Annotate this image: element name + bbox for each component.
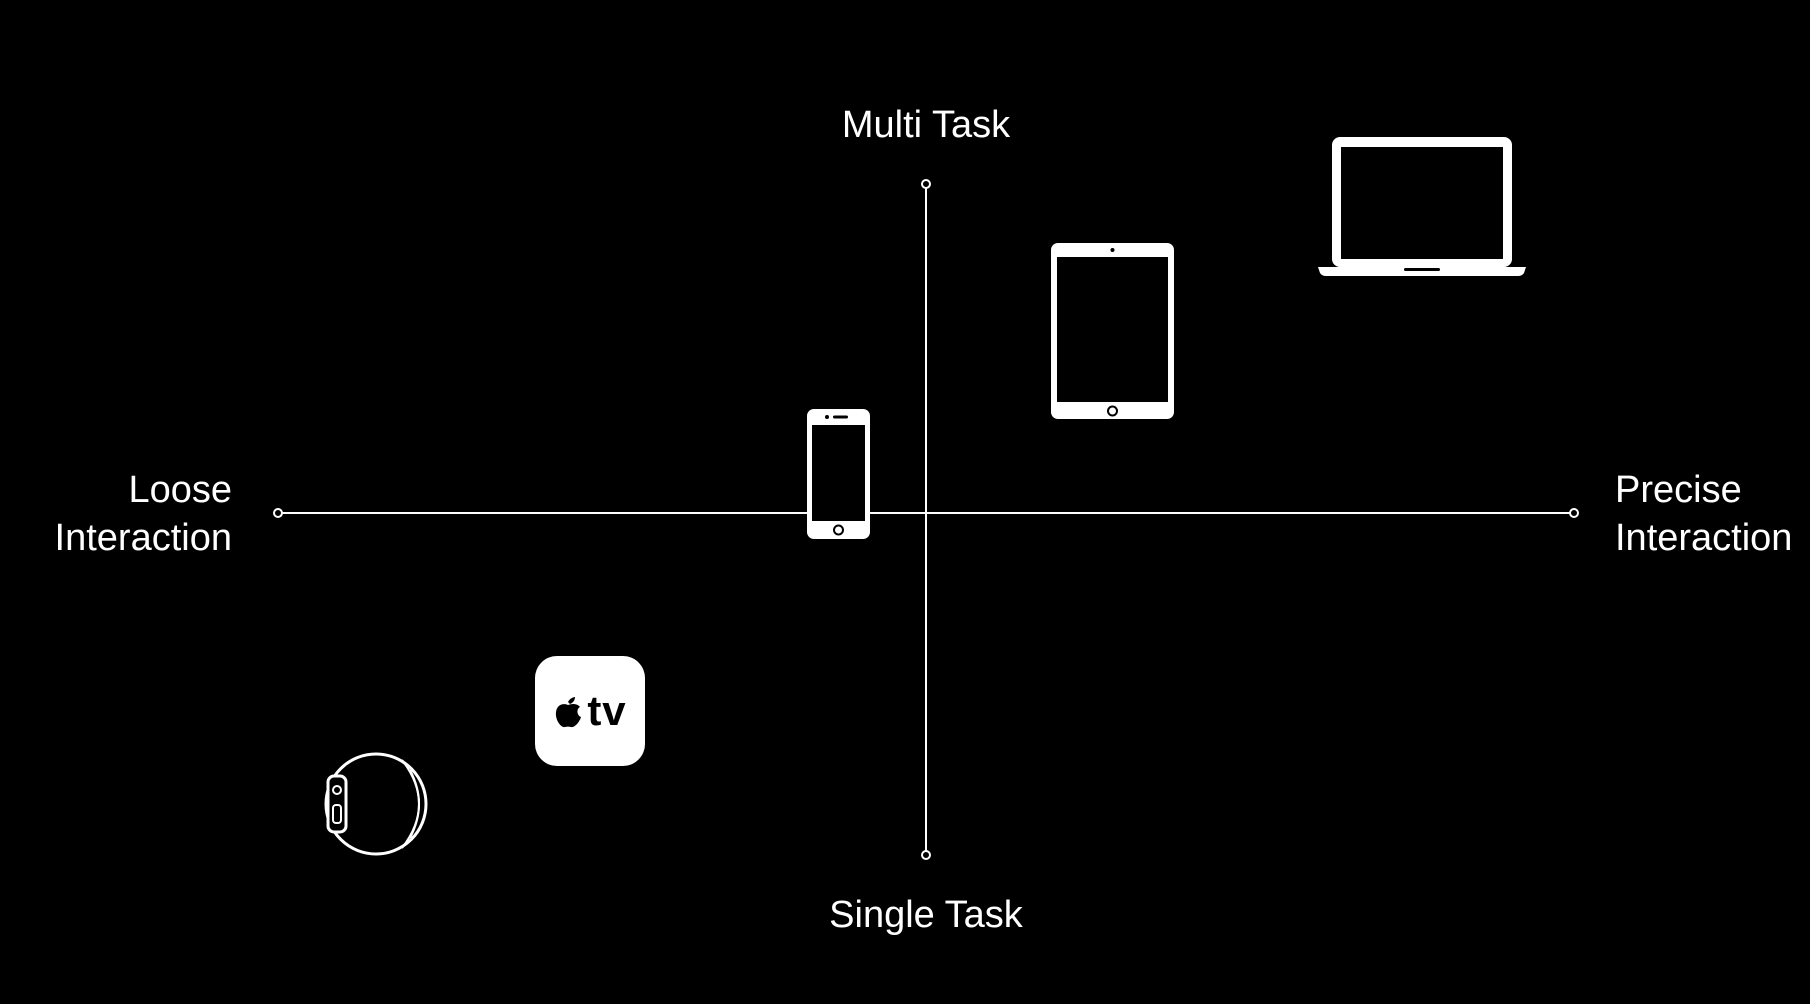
axis-label-precise-interaction: Precise Interaction <box>1615 466 1792 562</box>
iphone-icon <box>807 409 870 539</box>
apple-watch-icon <box>324 752 428 856</box>
axis-label-precise-line1: Precise <box>1615 469 1742 511</box>
axis-label-multi-task: Multi Task <box>841 104 1011 146</box>
axis-label-precise-line2: Interaction <box>1615 517 1793 559</box>
axis-endpoint-bottom <box>921 850 931 860</box>
apple-tv-label: tv <box>587 687 627 734</box>
axis-label-loose-line1: Loose <box>128 469 232 511</box>
axis-endpoint-right <box>1569 508 1579 518</box>
apple-logo-icon <box>556 697 582 728</box>
axis-label-single-task: Single Task <box>829 894 1023 936</box>
vertical-axis <box>921 179 931 860</box>
macbook-icon <box>1318 137 1526 276</box>
apple-tv-icon: tv <box>535 656 645 766</box>
ipad-icon <box>1051 243 1174 419</box>
axis-label-loose-line2: Interaction <box>54 517 232 559</box>
axis-endpoint-top <box>921 179 931 189</box>
axis-endpoint-left <box>273 508 283 518</box>
axis-label-loose-interaction: Loose Interaction <box>55 466 232 562</box>
